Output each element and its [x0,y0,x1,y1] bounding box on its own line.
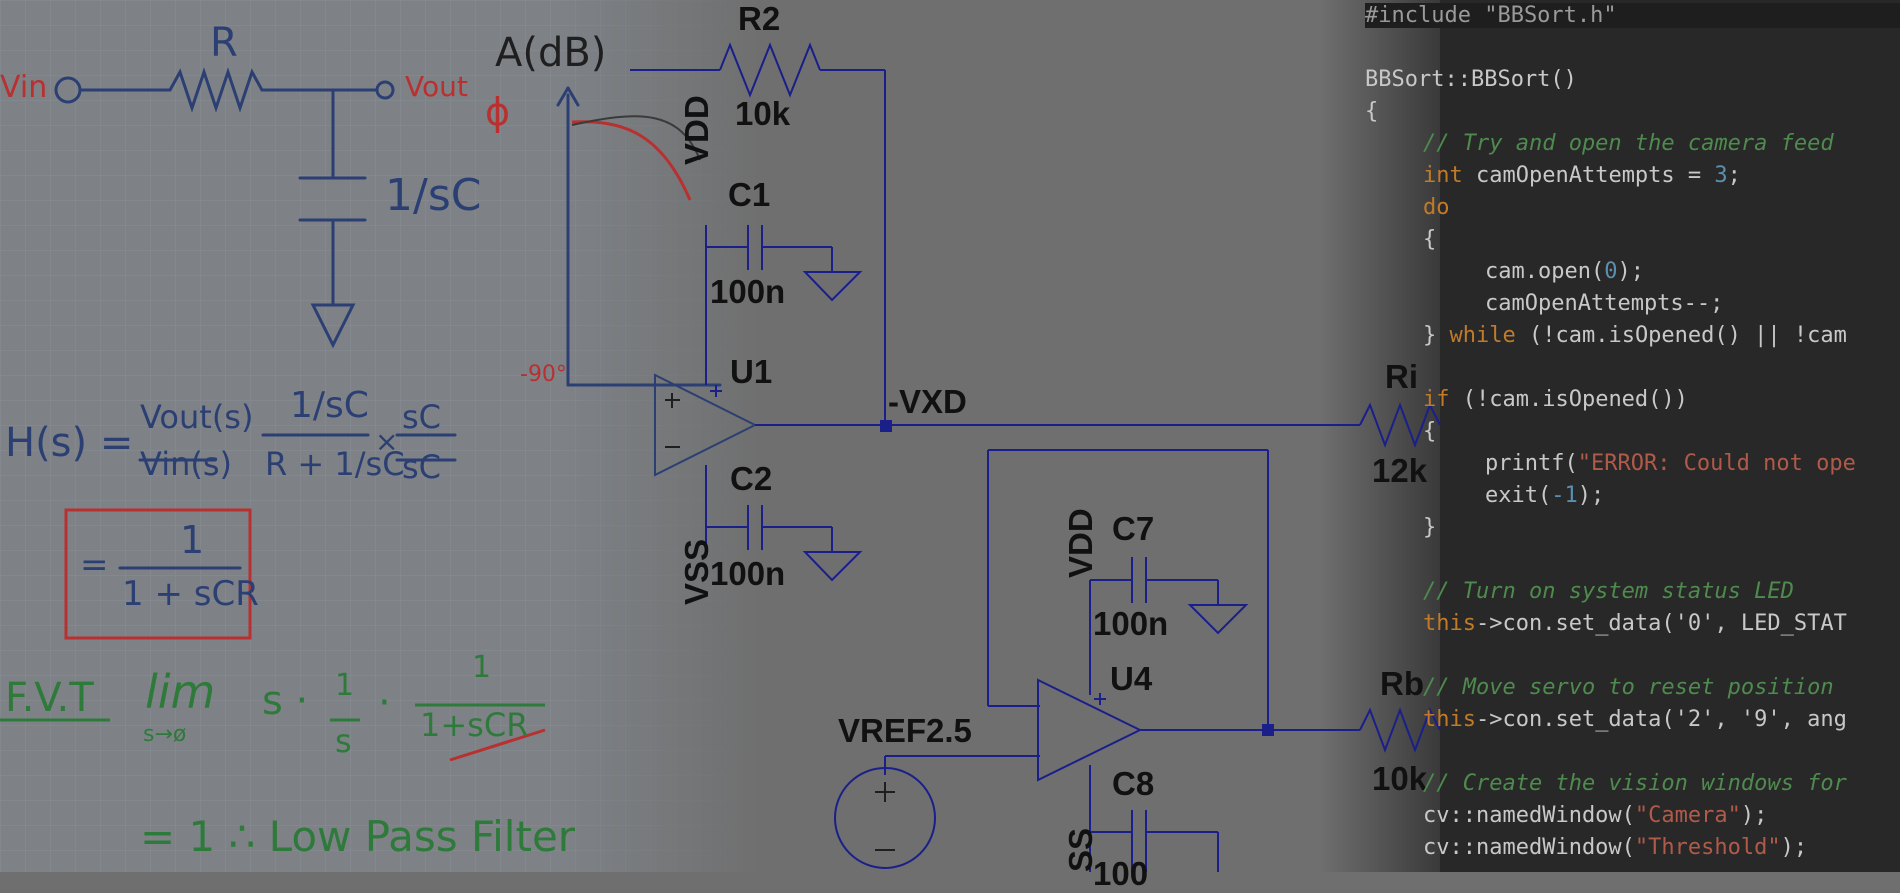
code-line: { [1423,227,1437,252]
code-line: { [1423,419,1437,444]
rb-value: 10k [1372,760,1428,797]
fvt-s: s · [262,678,309,724]
capacitor-impedance: 1/sC [385,170,482,221]
c1-value: 100n [710,273,786,310]
code-line: // Move servo to reset position [1423,675,1834,700]
code-line: camOpenAttempts--; [1485,291,1724,316]
r2-label: R2 [738,0,781,37]
code-background [1440,0,1900,872]
fvt-frac2-numerator: 1 [472,650,492,685]
c8-label: C8 [1112,765,1155,802]
code-line: } [1423,515,1437,540]
u4-label: U4 [1110,660,1153,697]
fvt-frac1-denominator: s [335,722,352,760]
fvt-label: F.V.T [5,675,94,721]
lim-subscript: s→ø [143,722,187,747]
transfer-denominator: Vin(s) [140,445,232,483]
amplitude-axis-label: A(dB) [495,30,607,76]
phase-symbol: ϕ [485,90,511,134]
fraction1-numerator: 1/sC [290,385,369,426]
c2-value: 100n [710,555,786,592]
vref-label: VREF2.5 [838,712,972,749]
code-line: this->con.set_data('2', '9', ang [1423,707,1847,732]
ri-label: Ri [1385,358,1418,395]
fraction2-numerator: sC [402,398,442,436]
code-line: { [1365,99,1379,124]
c8-value: 100 [1093,855,1149,892]
code-line: // Try and open the camera feed [1423,131,1834,156]
c1-label: C1 [728,176,771,213]
vdd-label-1: VDD [678,95,715,165]
fvt-dot: · [378,680,391,726]
fraction2-denominator: sC [402,448,442,486]
code-line: int camOpenAttempts = 3; [1423,163,1741,188]
code-line: } while (!cam.isOpened() || !cam [1423,323,1847,348]
fvt-frac2-denominator: 1+sCR [420,706,529,744]
code-line: #include "BBSort.h" [1365,3,1900,28]
vxd-net-label: -VXD [888,383,967,420]
transfer-numerator: Vout(s) [140,398,254,436]
conclusion-text: = 1 ∴ Low Pass Filter [140,812,576,861]
result-denominator: 1 + sCR [122,574,259,614]
code-editor: #include "BBSort.h" BBSort::BBSort() { /… [1365,0,1900,872]
vout-label: Vout [405,70,468,103]
code-line: BBSort::BBSort() [1365,67,1577,92]
times-symbol: × [375,425,399,458]
code-line: // Create the vision windows for [1423,771,1847,796]
code-line: cv::namedWindow("Camera"); [1423,803,1768,828]
code-line: printf("ERROR: Could not ope [1485,451,1856,476]
u1-label: U1 [730,353,773,390]
code-line: this->con.set_data('0', LED_STAT [1423,611,1847,636]
code-line: cv::namedWindow("Threshold"); [1423,835,1808,860]
transfer-lhs: H(s) = [5,420,134,466]
resistor-label: R [210,20,238,66]
fvt-frac1-numerator: 1 [335,668,355,703]
lim-label: lim [145,665,216,719]
minus-90-label: -90° [520,362,567,387]
fraction1-denominator: R + 1/sC [265,445,405,483]
code-line: exit(-1); [1485,483,1605,508]
c2-label: C2 [730,460,773,497]
ri-value: 12k [1372,452,1428,489]
vss-label-1: VSS [678,538,715,605]
vin-label: Vin [0,70,48,105]
code-fade [1320,0,1480,872]
handwritten-notes [0,67,722,762]
c7-label: C7 [1112,510,1155,547]
result-numerator: 1 [180,518,205,562]
schematic-diagram [630,42,1441,872]
grid-fade [560,0,760,872]
r2-value: 10k [735,95,791,132]
c7-value: 100n [1093,605,1169,642]
code-line: if (!cam.isOpened()) [1423,387,1688,412]
rb-label: Rb [1380,665,1424,702]
vdd-label-2: VDD [1062,508,1099,578]
result-equals: = [80,545,109,585]
code-line: // Turn on system status LED [1423,579,1794,604]
code-line: cam.open(0); [1485,259,1644,284]
code-line: do [1423,195,1450,220]
